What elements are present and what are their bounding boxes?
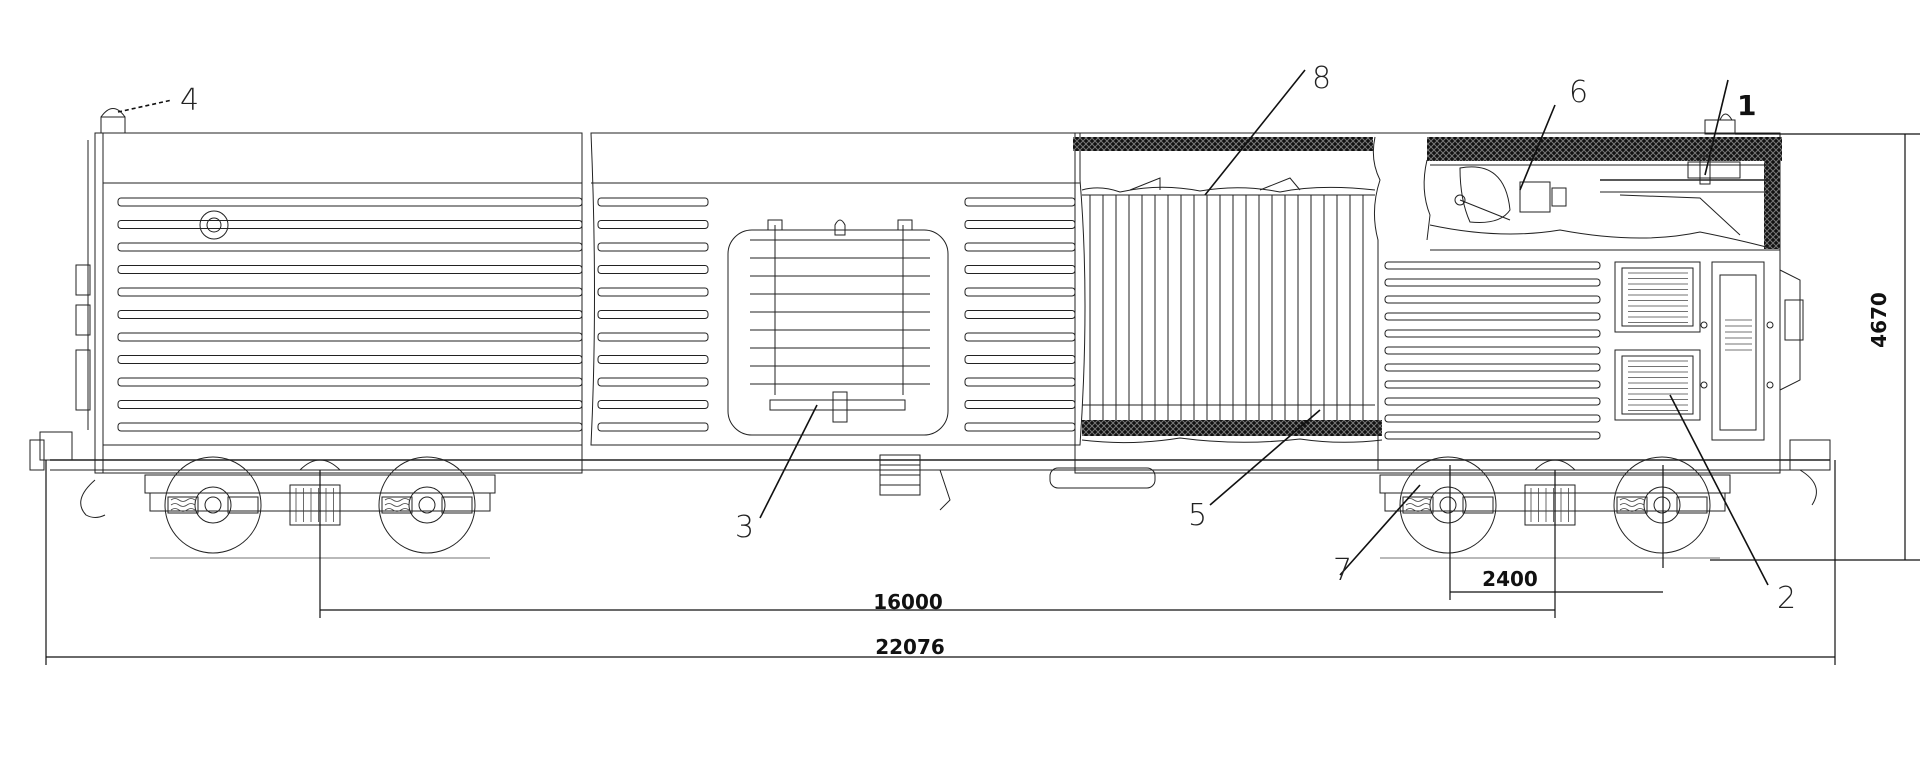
right-car-body xyxy=(1073,113,1831,506)
left-hatch-circle xyxy=(199,210,229,240)
middle-car-body xyxy=(590,132,1086,446)
cargo-ribs xyxy=(1089,195,1364,420)
floor-insulation xyxy=(1082,420,1382,436)
right-body-slats xyxy=(1384,261,1601,440)
middle-body-slats xyxy=(597,197,1076,432)
roof-insulation-right xyxy=(1427,137,1782,161)
left-car-body xyxy=(94,132,583,474)
callout-2: 2 xyxy=(1777,581,1796,616)
callout-1: 1 xyxy=(1737,89,1756,122)
dim-overall-length: 22076 xyxy=(875,635,945,659)
dimension-lines xyxy=(45,133,1920,665)
left-body-slats xyxy=(117,197,583,432)
control-cabinet xyxy=(1614,261,1774,441)
machinery-compartment xyxy=(1429,113,1780,251)
door-sill xyxy=(769,399,906,411)
cabinet-grille-upper xyxy=(1628,272,1688,323)
leader-lines xyxy=(117,69,1769,586)
left-end-equipment xyxy=(29,140,106,518)
cabinet-grille-lower xyxy=(1628,360,1688,411)
dim-bogie-centers: 16000 xyxy=(873,590,943,614)
bogies xyxy=(144,456,1731,554)
callout-7: 7 xyxy=(1333,553,1352,588)
side-door-frame xyxy=(727,229,949,436)
callout-6: 6 xyxy=(1569,75,1588,110)
callout-5: 5 xyxy=(1188,498,1207,533)
dim-height: 4670 xyxy=(1867,292,1891,348)
end-wall-insulation xyxy=(1764,137,1780,249)
door-slats xyxy=(750,239,930,385)
callout-8: 8 xyxy=(1312,61,1331,96)
dim-wheelbase: 2400 xyxy=(1482,567,1538,591)
brake-reservoir xyxy=(1049,467,1156,489)
callout-3: 3 xyxy=(735,510,754,545)
underframe xyxy=(50,454,1830,511)
roof-vent xyxy=(100,108,126,134)
callout-4: 4 xyxy=(180,83,199,118)
roof-insulation-left xyxy=(1073,137,1373,151)
